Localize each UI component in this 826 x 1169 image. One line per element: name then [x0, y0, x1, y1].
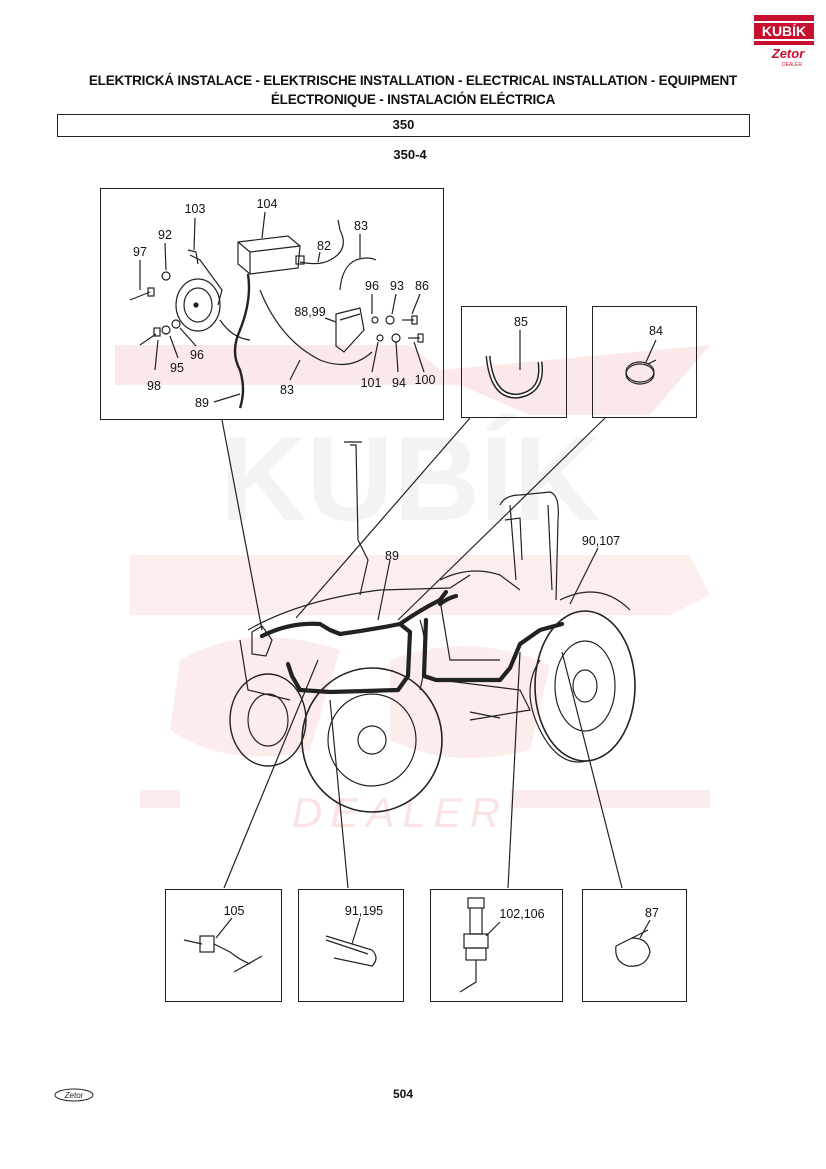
callout-101: 101 [361, 376, 382, 390]
callout-82: 82 [317, 239, 331, 253]
callout-92: 92 [158, 228, 172, 242]
pressure-switch-icon [459, 897, 489, 993]
watermark-text-dealer: DEALER [292, 789, 508, 836]
nut-95-icon [161, 325, 171, 335]
horn-icon [175, 249, 223, 332]
callout-94: 94 [392, 376, 406, 390]
logo-brand-top: KUBÍK [762, 23, 806, 39]
wire-83-lower [259, 289, 373, 366]
callout-86: 86 [415, 279, 429, 293]
grommet-frame [461, 306, 567, 418]
nut-94-icon [391, 333, 401, 343]
callout-88-99: 88,99 [294, 305, 325, 319]
sensor-frame [165, 889, 282, 1002]
wire-82 [299, 219, 344, 265]
footer-brand: Zetor [64, 1091, 84, 1100]
callout-89b: 89 [385, 549, 399, 563]
callout-85: 85 [514, 315, 528, 329]
washer-101-icon [376, 334, 384, 342]
callout-96a: 96 [365, 279, 379, 293]
nut-93-icon [385, 315, 395, 325]
watermark: KUBÍK DEALER [110, 330, 720, 850]
p-clip-icon [615, 929, 651, 967]
callout-98: 98 [147, 379, 161, 393]
callout-84: 84 [649, 324, 663, 338]
bolt-98-icon [139, 327, 161, 346]
horn-assembly-frame [100, 188, 444, 420]
model-box: 350 [57, 114, 750, 137]
callout-95: 95 [170, 361, 184, 375]
headlight-icon [251, 625, 273, 657]
relay-box-icon [237, 235, 305, 275]
wire-83-top [339, 257, 377, 291]
kubik-zetor-logo: KUBÍK Zetor DEALER [752, 13, 816, 69]
washer-92-icon [161, 271, 171, 281]
bolt-97-icon [129, 287, 155, 301]
watermark-text-main: KUBÍK [220, 412, 600, 546]
callout-100: 100 [415, 373, 436, 387]
logo-brand-dealer: DEALER [782, 62, 802, 68]
switch-frame [430, 889, 563, 1002]
doc-title-line1: ELEKTRICKÁ INSTALACE - ELEKTRISCHE INSTA… [88, 73, 738, 88]
doc-title-line2: ÉLECTRONIQUE - INSTALACIÓN ELÉCTRICA [270, 92, 556, 107]
connector-block-icon [335, 307, 365, 353]
callout-104: 104 [257, 197, 278, 211]
callout-90-107: 90,107 [582, 534, 620, 548]
callout-89a: 89 [195, 396, 209, 410]
wiring-harness [259, 589, 565, 695]
variant-label: 350-4 [393, 147, 427, 162]
callout-87: 87 [645, 906, 659, 920]
bolt-86-icon [402, 315, 418, 325]
temperature-sensor-icon [183, 935, 263, 973]
zetor-footer-mark: Zetor [54, 1088, 94, 1102]
washer-96-icon [171, 319, 181, 329]
logo-brand-sub: Zetor [771, 46, 805, 61]
grommet-icon [485, 355, 544, 399]
callout-97: 97 [133, 245, 147, 259]
callout-93: 93 [390, 279, 404, 293]
callout-105: 105 [224, 904, 245, 918]
bolt-100-icon [408, 333, 424, 343]
p-clip-frame [582, 889, 687, 1002]
cable-tie-icon [325, 935, 377, 967]
harness-89-top [233, 273, 251, 409]
cable-tie-frame [298, 889, 404, 1002]
callout-102-106: 102,106 [499, 907, 544, 921]
callout-96b: 96 [190, 348, 204, 362]
callout-91-195: 91,195 [345, 904, 383, 918]
hose-clamp-icon [625, 359, 657, 385]
callout-83b: 83 [280, 383, 294, 397]
washer-96b-icon [371, 316, 379, 324]
hose-clamp-frame [592, 306, 697, 418]
callout-83a: 83 [354, 219, 368, 233]
callout-103: 103 [185, 202, 206, 216]
page-number: 504 [392, 1087, 414, 1101]
